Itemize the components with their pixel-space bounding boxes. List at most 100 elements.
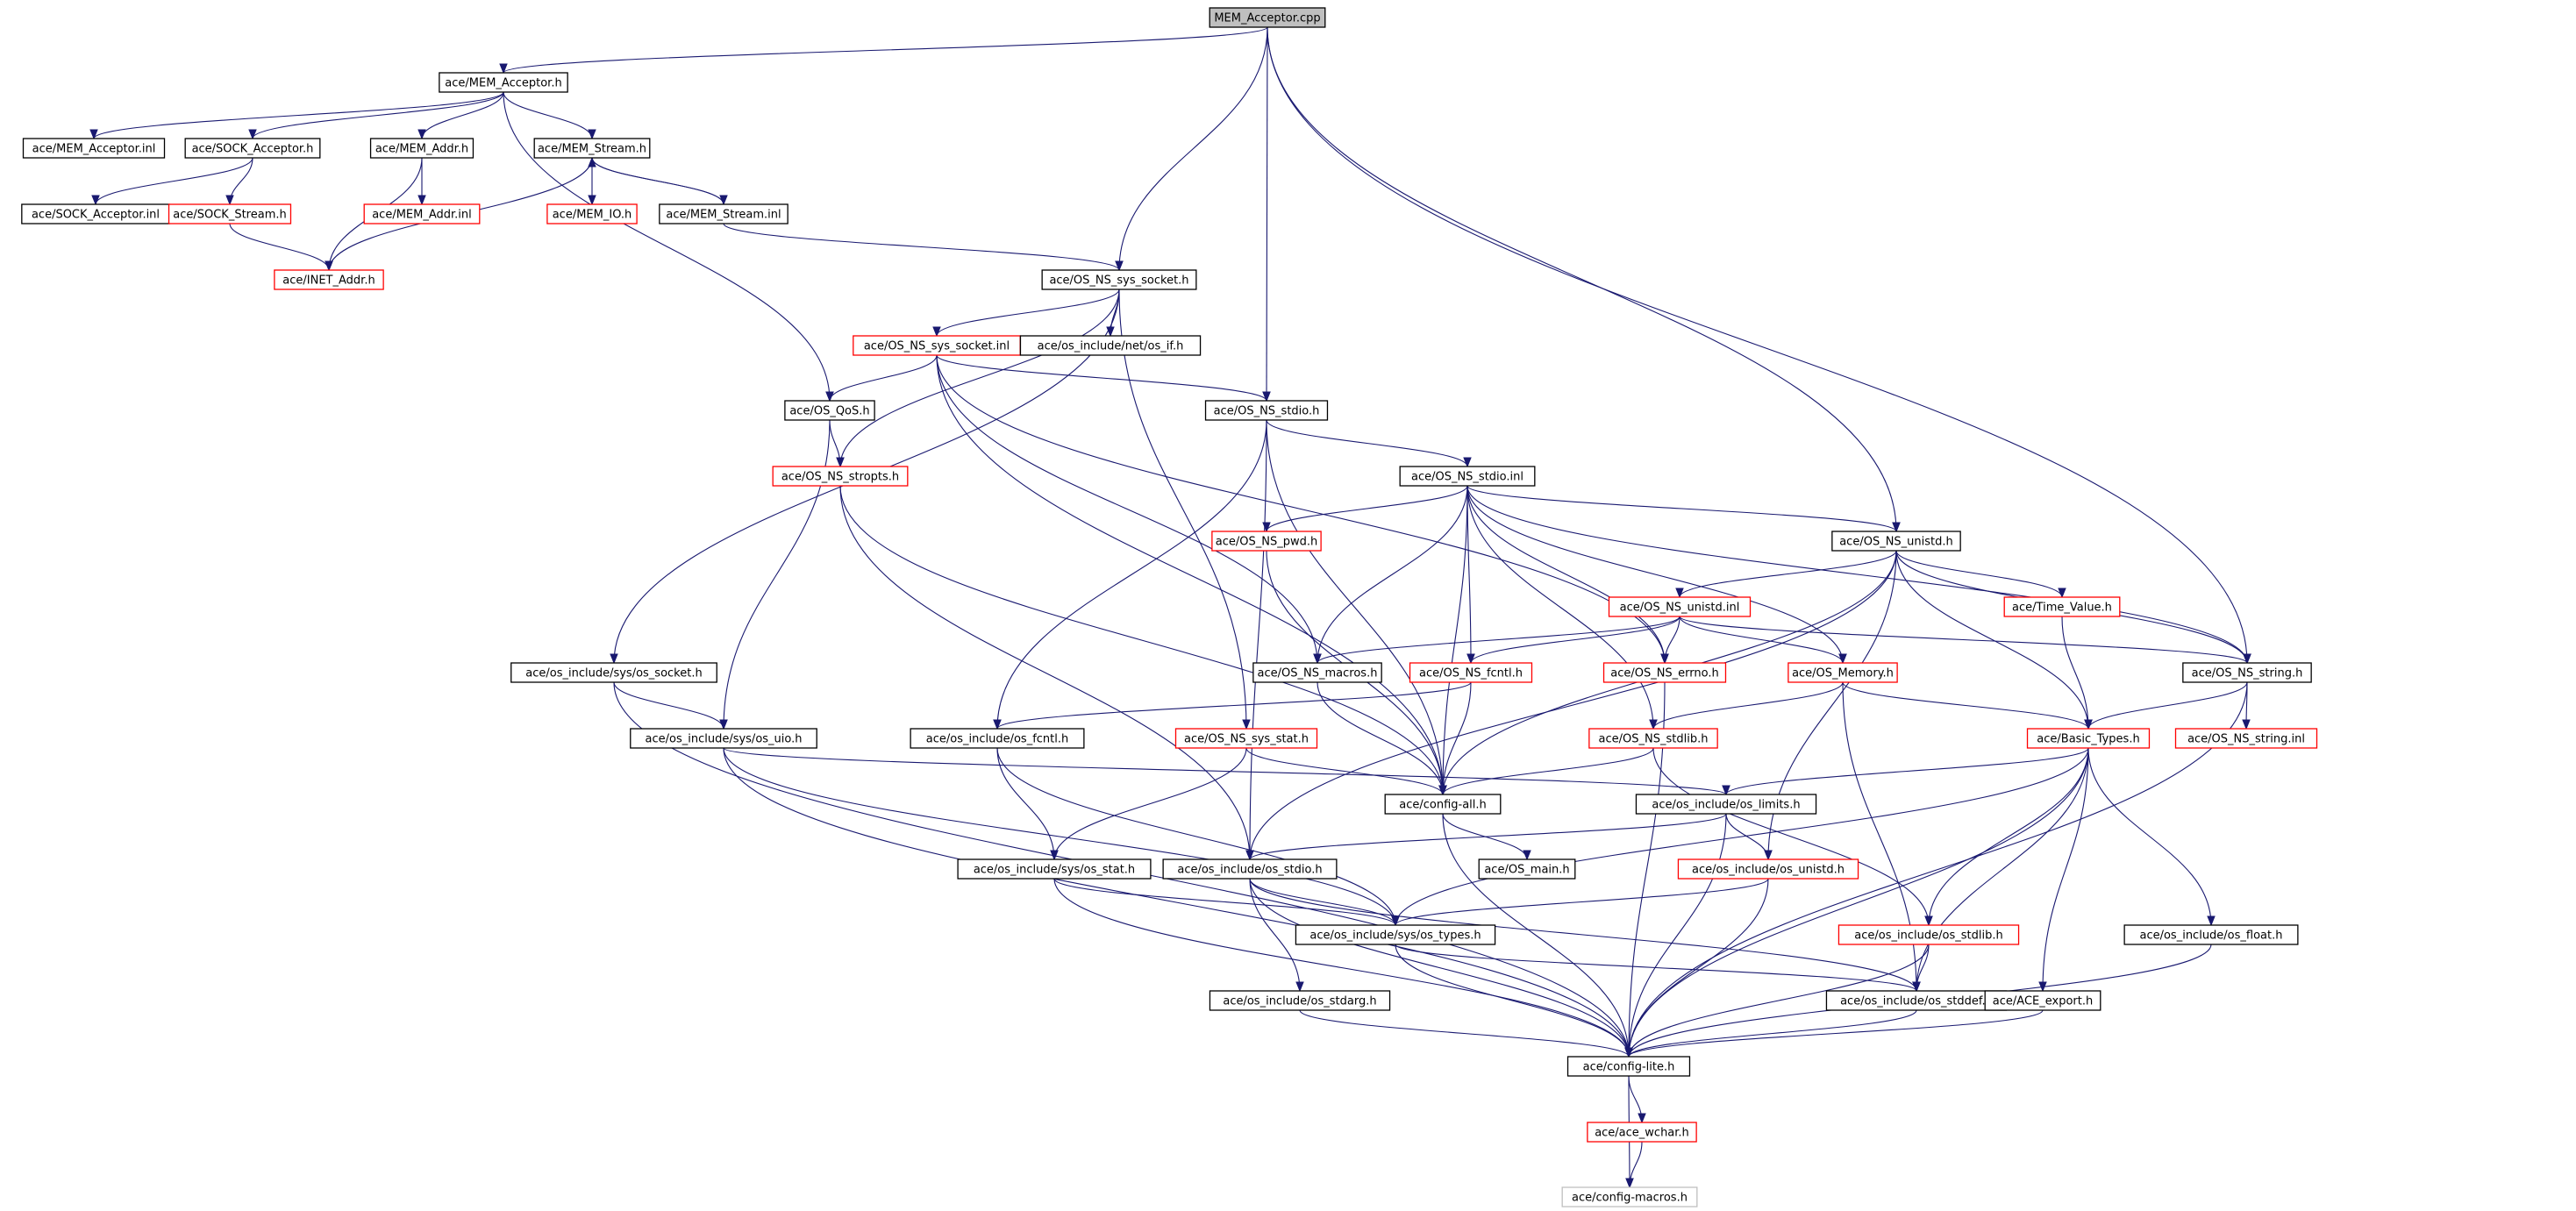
node-box: [1677, 858, 1859, 880]
edge-ace-os-ns-fcntl-h-to-ace-os-include-os-fcntl-h: [993, 681, 1472, 730]
node-ace-os-ns-macros-h[interactable]: ace/OS_NS_macros.h: [1252, 662, 1382, 683]
node-ace-os-ns-errno-h[interactable]: ace/OS_NS_errno.h: [1602, 662, 1727, 683]
node-ace-os-include-sys-os-types-h[interactable]: ace/os_include/sys/os_types.h: [1295, 924, 1496, 945]
node-ace-os-include-os-stdarg-h[interactable]: ace/os_include/os_stdarg.h: [1209, 990, 1391, 1011]
node-ace-mem-acceptor-inl[interactable]: ace/MEM_Acceptor.inl: [22, 138, 166, 159]
edge-ace-os-ns-stdio-inl-to-ace-os-ns-string-h: [1466, 485, 2251, 665]
node-ace-mem-addr-h[interactable]: ace/MEM_Addr.h: [369, 138, 475, 159]
node-ace-sock-stream-h[interactable]: ace/SOCK_Stream.h: [168, 203, 292, 224]
edge-arrowhead: [1050, 850, 1059, 861]
edge-ace-os-ns-unistd-h-to-ace-time-value-h: [1895, 550, 2066, 599]
edge-arrowhead: [1625, 1178, 1634, 1189]
node-ace-mem-addr-inl[interactable]: ace/MEM_Addr.inl: [363, 203, 481, 224]
edge-arrowhead: [89, 129, 98, 140]
edge-ace-sock-acceptor-h-to-ace-sock-acceptor-inl: [91, 157, 253, 206]
edge-arrowhead: [1466, 653, 1475, 665]
edge-ace-os-include-os-stdio-h-to-ace-config-lite-h: [1249, 878, 1633, 1058]
node-ace-os-main-h[interactable]: ace/OS_main.h: [1478, 858, 1576, 880]
node-ace-mem-acceptor-h[interactable]: ace/MEM_Acceptor.h: [439, 72, 568, 93]
node-ace-os-include-os-limits-h[interactable]: ace/os_include/os_limits.h: [1635, 794, 1817, 815]
node-box: [1566, 1056, 1691, 1077]
node-box: [533, 138, 651, 159]
edge-line: [723, 747, 1727, 795]
node-ace-os-ns-sys-socket-inl[interactable]: ace/OS_NS_sys_socket.inl: [853, 335, 1021, 356]
edge-line: [1652, 747, 1930, 926]
node-box: [2174, 728, 2318, 749]
node-ace-os-memory-h[interactable]: ace/OS_Memory.h: [1788, 662, 1898, 683]
node-ace-time-value-h[interactable]: ace/Time_Value.h: [2003, 596, 2121, 617]
node-ace-os-ns-unistd-inl[interactable]: ace/OS_NS_unistd.inl: [1608, 596, 1752, 617]
node-label: ace/os_include/sys/os_types.h: [1309, 930, 1481, 943]
node-box: [1635, 794, 1817, 815]
node-box: [2003, 596, 2121, 617]
node-label: ace/SOCK_Stream.h: [173, 209, 287, 222]
node-layer: MEM_Acceptor.cpp ace/MEM_Acceptor.h ace/ME…: [21, 7, 2318, 1207]
node-ace-inet-addr-h[interactable]: ace/INET_Addr.h: [274, 269, 384, 290]
edge-ace-os-include-sys-os-uio-h-to-ace-os-include-sys-os-types-h: [723, 747, 1400, 927]
edge-line: [996, 747, 1396, 926]
node-ace-os-ns-string-inl[interactable]: ace/OS_NS_string.inl: [2174, 728, 2318, 749]
edge-line: [936, 354, 1444, 795]
edge-line: [1118, 289, 1247, 730]
edge-ace-os-include-sys-os-types-h-to-ace-os-include-os-stddef-h: [1395, 944, 1921, 993]
node-ace-os-ns-sys-socket-h[interactable]: ace/OS_NS_sys_socket.h: [1041, 269, 1197, 290]
node-ace-os-include-sys-os-uio-h[interactable]: ace/os_include/sys/os_uio.h: [630, 728, 817, 749]
edge-arrowhead: [1438, 785, 1447, 796]
node-ace-basic-types-h[interactable]: ace/Basic_Types.h: [2026, 728, 2151, 749]
node-ace-config-all-h[interactable]: ace/config-all.h: [1384, 794, 1502, 815]
node-ace-os-include-os-stddef-h[interactable]: ace/os_include/os_stddef.h: [1825, 990, 2008, 1011]
node-label: ace/MEM_Acceptor.inl: [32, 143, 156, 156]
node-label: ace/os_include/sys/os_uio.h: [646, 733, 803, 746]
node-ace-ace-wchar-h[interactable]: ace/ace_wchar.h: [1587, 1122, 1697, 1143]
edge-line: [1628, 681, 2248, 1058]
edge-line: [1249, 813, 1727, 860]
node-ace-os-ns-sys-stat-h[interactable]: ace/OS_NS_sys_stat.h: [1174, 728, 1318, 749]
node-ace-os-include-os-fcntl-h[interactable]: ace/os_include/os_fcntl.h: [910, 728, 1085, 749]
node-ace-ace-export-h[interactable]: ace/ACE_export.h: [1984, 990, 2101, 1011]
edge-ace-os-include-os-stdio-h-to-ace-os-include-sys-os-types-h: [1249, 878, 1400, 927]
node-ace-os-include-os-float-h[interactable]: ace/os_include/os_float.h: [2123, 924, 2299, 945]
node-ace-os-ns-stdio-h[interactable]: ace/OS_NS_stdio.h: [1204, 400, 1329, 421]
node-ace-os-ns-string-h[interactable]: ace/OS_NS_string.h: [2182, 662, 2312, 683]
node-ace-os-ns-pwd-h[interactable]: ace/OS_NS_pwd.h: [1211, 531, 1322, 552]
node-label: ace/Time_Value.h: [2012, 602, 2112, 615]
node-ace-os-include-os-stdlib-h[interactable]: ace/os_include/os_stdlib.h: [1837, 924, 2020, 945]
node-ace-mem-stream-h[interactable]: ace/MEM_Stream.h: [533, 138, 651, 159]
edge-line: [1118, 26, 1268, 271]
node-ace-os-ns-unistd-h[interactable]: ace/OS_NS_unistd.h: [1831, 531, 1961, 552]
edge-line: [1249, 878, 1917, 992]
node-mem-acceptor-cpp[interactable]: MEM_Acceptor.cpp: [1209, 7, 1326, 28]
node-ace-mem-io-h[interactable]: ace/MEM_IO.h: [546, 203, 638, 224]
node-box: [1019, 335, 1202, 356]
node-ace-config-macros-h[interactable]: ace/config-macros.h: [1561, 1186, 1698, 1207]
node-ace-os-include-sys-os-socket-h[interactable]: ace/os_include/sys/os_socket.h: [510, 662, 717, 683]
node-ace-os-ns-fcntl-h[interactable]: ace/OS_NS_fcntl.h: [1409, 662, 1533, 683]
node-ace-os-ns-stdlib-h[interactable]: ace/OS_NS_stdlib.h: [1588, 728, 1718, 749]
node-ace-os-ns-stdio-inl[interactable]: ace/OS_NS_stdio.inl: [1399, 466, 1536, 487]
edge-ace-time-value-h-to-ace-basic-types-h: [2061, 616, 2093, 730]
edge-line: [1267, 26, 2248, 664]
node-ace-os-include-os-unistd-h[interactable]: ace/os_include/os_unistd.h: [1677, 858, 1859, 880]
edge-line: [936, 289, 1120, 337]
edge-arrowhead: [993, 719, 1002, 730]
edge-line: [1442, 485, 1468, 795]
edge-line: [1679, 550, 1897, 598]
edge-line: [1395, 747, 2089, 926]
node-box: [1588, 728, 1718, 749]
node-ace-mem-stream-inl[interactable]: ace/MEM_Stream.inl: [659, 203, 788, 224]
edge-arrowhead: [1463, 457, 1472, 468]
node-ace-sock-acceptor-h[interactable]: ace/SOCK_Acceptor.h: [184, 138, 321, 159]
edge-line: [1679, 616, 2248, 664]
edge-arrowhead: [91, 195, 100, 206]
node-box: [1608, 596, 1752, 617]
node-ace-os-ns-stropts-h[interactable]: ace/OS_NS_stropts.h: [772, 466, 909, 487]
node-ace-os-include-sys-os-stat-h[interactable]: ace/os_include/sys/os_stat.h: [957, 858, 1152, 880]
node-ace-config-lite-h[interactable]: ace/config-lite.h: [1566, 1056, 1691, 1077]
edge-arrowhead: [825, 391, 834, 402]
node-label: ace/OS_NS_string.h: [2192, 667, 2303, 680]
node-label: ace/config-lite.h: [1583, 1061, 1675, 1074]
node-ace-sock-acceptor-inl[interactable]: ace/SOCK_Acceptor.inl: [21, 203, 170, 224]
node-ace-os-include-net-os-if-h[interactable]: ace/os_include/net/os_if.h: [1019, 335, 1202, 356]
node-ace-os-include-os-stdio-h[interactable]: ace/os_include/os_stdio.h: [1162, 858, 1338, 880]
node-ace-os-qos-h[interactable]: ace/OS_QoS.h: [784, 400, 875, 421]
